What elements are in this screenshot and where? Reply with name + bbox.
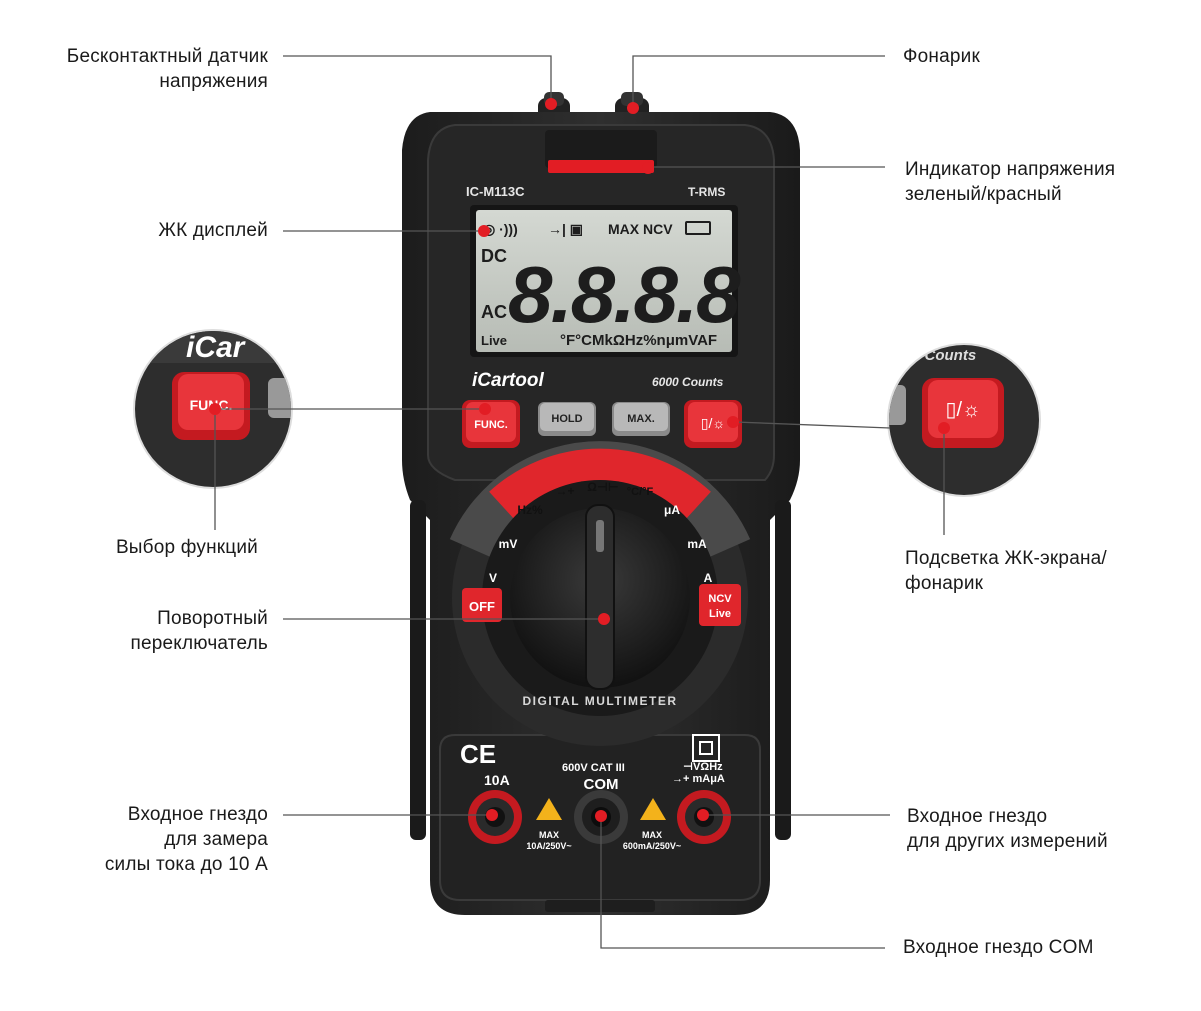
indicator-housing xyxy=(545,130,657,168)
callout-jack-10a: Входное гнездо для замера силы тока до 1… xyxy=(104,804,268,875)
leader-lines xyxy=(214,55,945,949)
leader-ncv xyxy=(283,55,552,102)
callout-voltage-indicator: Индикатор напряжения зеленый/красный xyxy=(905,159,1116,205)
dial-pos-ohm: Ω⊣⊢ xyxy=(587,480,619,494)
jack-10a-label: 10A xyxy=(484,772,510,788)
ce-mark: CE xyxy=(460,739,496,769)
dial-pos-a: A xyxy=(704,571,713,585)
off-segment xyxy=(462,588,502,622)
leader-flashlight xyxy=(632,55,885,106)
battery-icon xyxy=(685,221,711,235)
model-label: IC-M113C xyxy=(466,184,525,199)
lcd-units: °F°CMkΩHz%nμmVAF xyxy=(560,332,717,349)
diode-icon: →| ▣ xyxy=(548,221,583,237)
leader-backlight-1 xyxy=(734,421,891,429)
dial-pos-ma: mA xyxy=(687,537,707,551)
max-button[interactable]: MAX. xyxy=(612,402,670,436)
hold-button-label: HOLD xyxy=(551,413,582,425)
func-button[interactable]: FUNC. xyxy=(462,400,520,448)
max-button-label: MAX. xyxy=(627,413,655,425)
double-insulation-icon xyxy=(692,734,720,762)
counts-label: 6000 Counts xyxy=(652,375,724,389)
dial-pos-v: V xyxy=(489,571,497,585)
flashlight-sun-icon: ▯/☼ xyxy=(701,415,725,431)
rotary-dial-area: OFF NCV Live V mV Hz% →+ Ω⊣⊢ °C/°F μA mA… xyxy=(449,441,751,746)
ncv-segment xyxy=(699,584,741,626)
callout-rotary-switch: Поворотный переключатель xyxy=(130,608,268,654)
ncv-icon: ◎ ·))) xyxy=(483,221,518,237)
cat-rating-label: 600V CAT III xyxy=(562,762,625,774)
digital-multimeter-label: DIGITAL MULTIMETER xyxy=(523,694,678,708)
marker-dots xyxy=(209,98,950,822)
leader-jack-com xyxy=(600,818,885,949)
voltage-indicator-bar xyxy=(548,160,654,173)
callout-function-select: Выбор функций xyxy=(115,537,258,558)
hold-button[interactable]: HOLD xyxy=(538,402,596,436)
callout-ncv-sensor: Бесконтактный датчик напряжения xyxy=(66,46,268,92)
callout-jack-other: Входное гнездо для других измерений xyxy=(907,806,1108,852)
warning-icon-right xyxy=(640,798,666,820)
dial-off-label: OFF xyxy=(469,599,495,614)
zoom-flashlight-icon: ▯/☼ xyxy=(946,399,981,421)
jack-other-label: ⊣VΩHz→+ mAμA xyxy=(672,761,725,785)
callout-lcd-display: ЖК дисплей xyxy=(158,220,268,241)
trms-label: T-RMS xyxy=(688,185,725,199)
zoom-brand-text: iCar xyxy=(186,331,247,364)
brand-logo: iCartool xyxy=(472,370,545,391)
warning-icon-left xyxy=(536,798,562,820)
lcd-display: ◎ ·))) →| ▣ MAX NCV DC AC Live 8.8.8.8 °… xyxy=(470,205,743,357)
callout-backlight: Подсветка ЖК-экрана/ фонарик xyxy=(905,548,1107,594)
lcd-top-row: MAX NCV xyxy=(608,221,673,237)
rotary-switch-handle[interactable] xyxy=(585,504,615,690)
lcd-dc: DC xyxy=(481,246,507,266)
lcd-live: Live xyxy=(481,333,507,348)
dial-pos-ua: μA xyxy=(664,503,680,517)
func-button-label: FUNC. xyxy=(474,419,508,431)
backlight-button[interactable]: ▯/☼ xyxy=(684,400,742,448)
dial-pos-mv: mV xyxy=(499,537,518,551)
dial-ncv-label: NCV xyxy=(708,593,732,605)
dial-pos-hz: Hz% xyxy=(517,503,543,517)
callout-jack-com: Входное гнездо COM xyxy=(903,937,1094,958)
dial-pointer xyxy=(596,520,604,552)
lcd-digits: 8.8.8.8 xyxy=(508,250,741,339)
zoom-backlight-button: 0 Counts ▯/☼ xyxy=(887,343,1041,497)
lcd-ac: AC xyxy=(481,302,507,322)
dial-live-label: Live xyxy=(709,608,731,620)
dial-pos-diode: →+ xyxy=(555,484,574,498)
callout-flashlight: Фонарик xyxy=(903,46,980,67)
dial-pos-temp: °C/°F xyxy=(627,486,654,498)
jack-com-label: COM xyxy=(584,776,619,793)
zoom-counts-text: 0 Counts xyxy=(912,347,976,364)
